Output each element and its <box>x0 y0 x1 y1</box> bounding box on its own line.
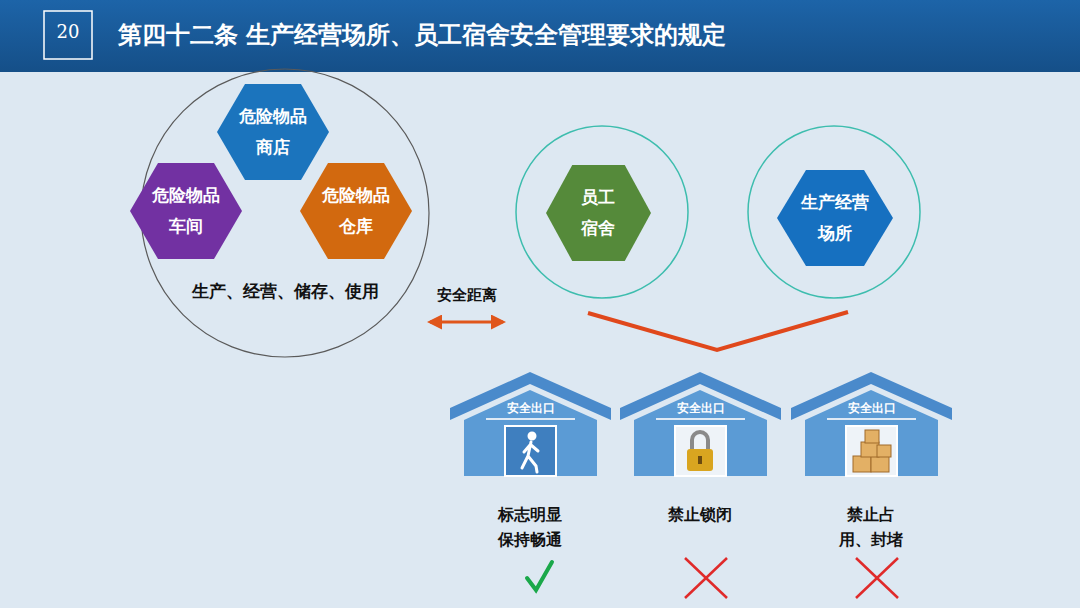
door <box>505 426 556 476</box>
hexagon-fill <box>546 165 651 261</box>
walking-figure <box>522 433 538 472</box>
hexagon-box: 生产经营 场所 <box>777 170 893 266</box>
exit-sign: 安全出口 <box>829 400 914 416</box>
hexagon-box: 危险物品 仓库 <box>300 163 412 259</box>
sign-line <box>486 418 575 420</box>
stacked-boxes <box>853 430 891 472</box>
header-band <box>0 0 1080 72</box>
distance-label: 安全距离 <box>437 286 497 305</box>
hexagon-outline <box>777 170 893 266</box>
sign-line <box>656 418 745 420</box>
bracket-chevron <box>588 312 848 350</box>
hexagon-outline <box>300 163 412 259</box>
hexagon-box: 危险物品 车间 <box>130 163 242 259</box>
exit-house: 安全出口标志明显 保持畅通 <box>448 368 613 553</box>
hexagon-outline <box>217 84 329 180</box>
hexagon-box: 危险物品 商店 <box>217 84 329 180</box>
number-box <box>44 11 92 59</box>
title: 第四十二条 生产经营场所、员工宿舍安全管理要求的规定 <box>118 18 726 52</box>
exit-house: 安全出口禁止占用、封堵 <box>789 368 954 553</box>
hexagon-outline <box>546 165 651 261</box>
hexagon-outline <box>130 163 242 259</box>
group-circle <box>516 126 688 298</box>
sign-line <box>827 418 916 420</box>
hexagon-label: 危险物品 车间 <box>149 180 222 242</box>
hexagon-label: 员工 宿舍 <box>561 182 634 244</box>
house-body <box>634 390 767 476</box>
padlock <box>687 432 713 471</box>
exit-sign: 安全出口 <box>488 400 573 416</box>
door <box>846 426 897 476</box>
distance-arrow <box>430 321 503 324</box>
hexagon-label: 危险物品 仓库 <box>319 180 392 242</box>
group-circle: 危险物品 商店危险物品 车间 危险物品 仓库生产、经营、储存、使用 <box>140 68 430 358</box>
hexagon-label: 生产经营 场所 <box>798 187 871 249</box>
house-outline <box>618 368 783 480</box>
cross-mark <box>856 558 898 598</box>
hexagon-fill <box>300 163 412 259</box>
door <box>675 426 726 476</box>
hexagon-fill <box>217 84 329 180</box>
hexagon-label: 危险物品 商店 <box>236 101 309 163</box>
exit-sign: 安全出口 <box>658 400 743 416</box>
slide-number: 20 <box>57 21 80 42</box>
house-body <box>464 390 597 476</box>
hexagon-fill <box>130 163 242 259</box>
exit-rule: 禁止锁闭 <box>665 502 735 527</box>
house-body <box>805 390 938 476</box>
check-mark <box>527 562 552 590</box>
exit-rule: 标志明显 保持畅通 <box>495 502 565 552</box>
exit-rule: 禁止占用、封堵 <box>836 502 906 552</box>
group-circle <box>748 126 920 298</box>
hexagon-fill <box>777 170 893 266</box>
cross-mark <box>685 558 727 598</box>
house-outline <box>448 368 613 480</box>
exit-house: 安全出口禁止锁闭 <box>618 368 783 553</box>
hexagon-box: 员工 宿舍 <box>546 165 651 261</box>
house-outline <box>789 368 954 480</box>
group-caption: 生产、经营、储存、使用 <box>140 280 430 303</box>
